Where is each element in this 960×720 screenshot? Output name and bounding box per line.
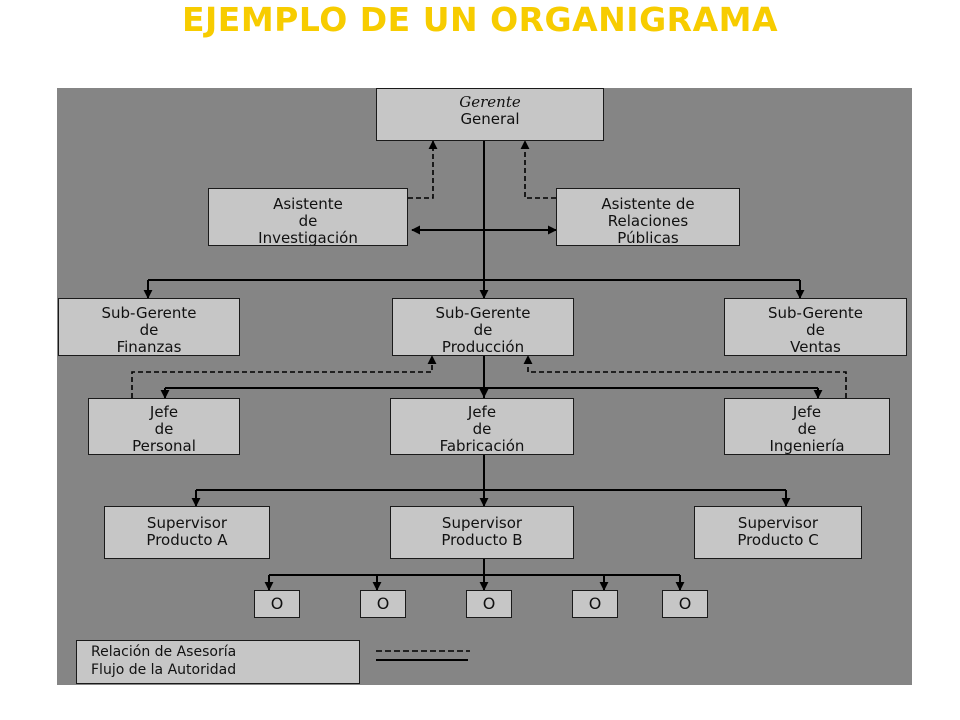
- node-leaf-2: O: [360, 590, 406, 618]
- node-leaf-5: O: [662, 590, 708, 618]
- node-supervisor-producto-b: Supervisor Producto B: [390, 506, 574, 559]
- node-leaf-4: O: [572, 590, 618, 618]
- legend-box: Relación de Asesoría Flujo de la Autorid…: [76, 640, 360, 684]
- node-asistente-investigacion: Asistente de Investigación: [208, 188, 408, 246]
- node-jefe-personal: Jefe de Personal: [88, 398, 240, 455]
- page-title: EJEMPLO DE UN ORGANIGRAMA: [181, 0, 778, 39]
- node-leaf-1: O: [254, 590, 300, 618]
- node-subgerente-ventas: Sub-Gerente de Ventas: [724, 298, 907, 356]
- node-leaf-3: O: [466, 590, 512, 618]
- node-supervisor-producto-c: Supervisor Producto C: [694, 506, 862, 559]
- advisory-line-investigacion: [408, 140, 438, 199]
- advisory-line-relaciones: [520, 140, 556, 199]
- legend-authority-label: Flujo de la Autoridad: [91, 662, 237, 678]
- node-gerente-general: Gerente General: [376, 88, 604, 141]
- node-supervisor-producto-a: Supervisor Producto A: [104, 506, 270, 559]
- node-subgerente-produccion: Sub-Gerente de Producción: [392, 298, 574, 356]
- node-asistente-relaciones-publicas: Asistente de Relaciones Públicas: [556, 188, 740, 246]
- node-jefe-fabricacion: Jefe de Fabricación: [390, 398, 574, 455]
- node-subgerente-finanzas: Sub-Gerente de Finanzas: [58, 298, 240, 356]
- advisory-line-personal: [131, 355, 437, 398]
- legend-advisory-label: Relación de Asesoría: [91, 644, 237, 660]
- advisory-line-ingenieria: [523, 355, 847, 398]
- node-jefe-ingenieria: Jefe de Ingeniería: [724, 398, 890, 455]
